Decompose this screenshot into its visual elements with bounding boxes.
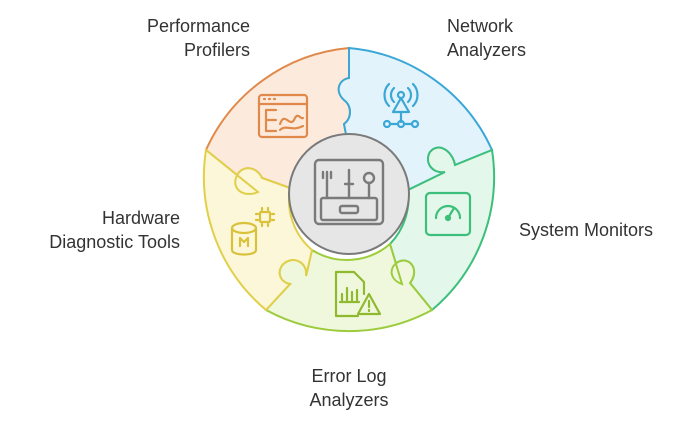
center-hub <box>288 133 410 255</box>
label-line: Performance <box>146 16 250 36</box>
label-error-log-analyzers: Error Log Analyzers <box>279 364 419 412</box>
label-line: System Monitors <box>519 220 654 240</box>
label-hardware-diagnostic-tools: Hardware Diagnostic Tools <box>20 206 180 254</box>
gauge-monitor-icon <box>424 191 472 237</box>
label-line: Profilers <box>183 40 250 60</box>
label-network-analyzers: Network Analyzers <box>447 14 587 62</box>
label-performance-profilers: Performance Profilers <box>100 14 250 62</box>
toolbox-icon <box>313 158 385 226</box>
browser-chart-icon <box>257 93 309 139</box>
label-line: Hardware <box>101 208 180 228</box>
label-line: Network <box>447 16 514 36</box>
label-line: Analyzers <box>309 390 389 410</box>
segment-hardware-diagnostic-tools <box>202 148 314 312</box>
antenna-network-icon <box>382 82 420 129</box>
label-line: Analyzers <box>447 40 527 60</box>
log-warning-icon <box>334 270 382 318</box>
label-system-monitors: System Monitors <box>519 218 689 242</box>
label-line: Error Log <box>311 366 387 386</box>
chip-database-icon <box>230 206 276 256</box>
label-line: Diagnostic Tools <box>49 232 180 252</box>
